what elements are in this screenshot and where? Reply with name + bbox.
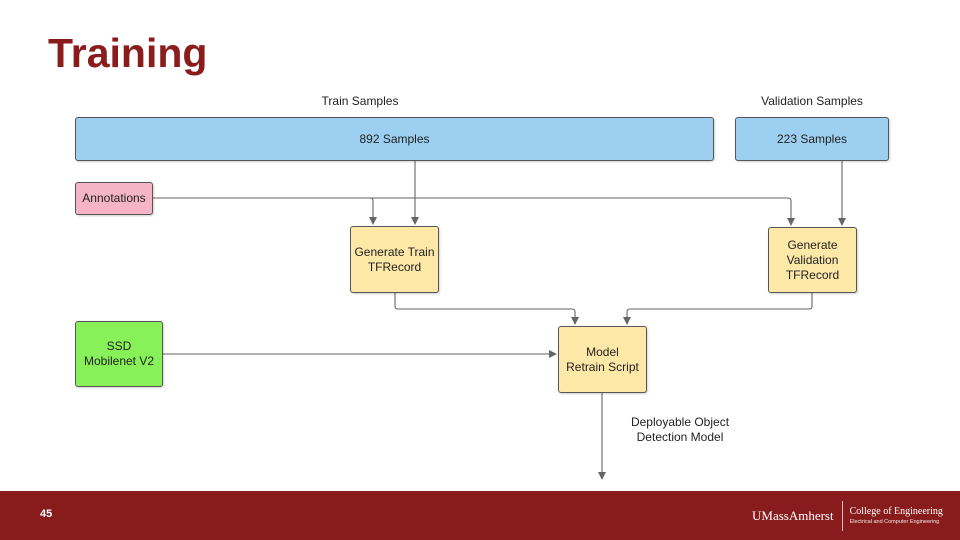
slide-title: Training bbox=[48, 30, 208, 76]
page-number: 45 bbox=[40, 508, 53, 520]
retrain-script-box: Model Retrain Script bbox=[558, 326, 647, 393]
logo-college: College of Engineering bbox=[849, 505, 943, 517]
logo-name: UMassAmherst bbox=[752, 501, 843, 531]
edge-annotations-to-generate-validation bbox=[370, 197, 795, 226]
annotations-box: Annotations bbox=[75, 182, 153, 215]
logo-department: Electrical and Computer Engineering bbox=[849, 518, 940, 525]
umass-logo: UMassAmherst College of Engineering Elec… bbox=[752, 501, 943, 531]
validation-samples-label: Validation Samples bbox=[761, 94, 863, 108]
generate-train-box: Generate Train TFRecord bbox=[350, 226, 439, 293]
output-label: Deployable Object Detection Model bbox=[630, 415, 730, 444]
train-samples-box: 892 Samples bbox=[75, 117, 714, 161]
edge-generate-validation-to-retrain bbox=[623, 293, 813, 325]
generate-validation-box: Generate Validation TFRecord bbox=[768, 227, 857, 293]
footer-bar: 45 UMassAmherst College of Engineering E… bbox=[0, 491, 960, 540]
ssd-mobilenet-box: SSD Mobilenet V2 bbox=[75, 321, 163, 387]
train-samples-label: Train Samples bbox=[321, 94, 399, 108]
edge-annotations-to-generate-train bbox=[153, 197, 377, 225]
edge-generate-train-to-retrain bbox=[394, 293, 579, 325]
validation-samples-box: 223 Samples bbox=[735, 117, 889, 161]
